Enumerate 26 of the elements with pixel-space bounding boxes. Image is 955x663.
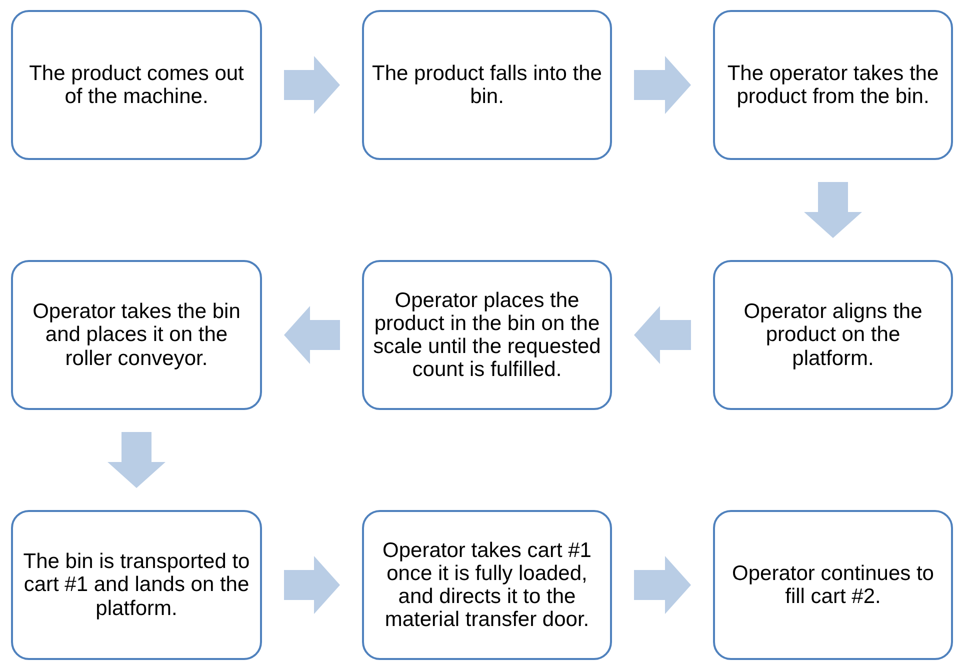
process-box bbox=[713, 260, 953, 410]
block-arrow bbox=[804, 182, 862, 238]
process-box bbox=[713, 10, 953, 160]
step-text: Operator continues to fill cart #2. bbox=[731, 562, 935, 608]
process-box bbox=[713, 510, 953, 660]
process-box bbox=[362, 260, 612, 410]
step-text: Operator takes the bin and places it on the roller conveyor. bbox=[32, 300, 242, 370]
step-text: The bin is transported to cart #1 and lands on the platform. bbox=[22, 550, 251, 620]
step-text: Operator aligns the product on the platform. bbox=[742, 300, 924, 370]
step-text: The product falls into the bin. bbox=[372, 62, 602, 108]
block-arrow bbox=[634, 556, 691, 614]
step-text: Operator places the product in the bin on the scale until the requested count is fulfilled. bbox=[372, 288, 602, 382]
process-box bbox=[11, 260, 262, 410]
block-arrow bbox=[634, 306, 691, 364]
block-arrow bbox=[284, 306, 340, 364]
step-text: The product comes out of the machine. bbox=[28, 62, 245, 108]
step-text: The operator takes the product from the bin. bbox=[726, 62, 940, 108]
block-arrow bbox=[284, 56, 340, 114]
process-box bbox=[362, 510, 612, 660]
process-box bbox=[11, 10, 262, 160]
block-arrow bbox=[108, 432, 166, 488]
process-box bbox=[362, 10, 612, 160]
step-text: Operator takes cart #1 once it is fully loaded, and directs it to the material transfer door. bbox=[382, 538, 592, 632]
block-arrow bbox=[284, 556, 340, 614]
block-arrow bbox=[634, 56, 691, 114]
process-box bbox=[11, 510, 262, 660]
